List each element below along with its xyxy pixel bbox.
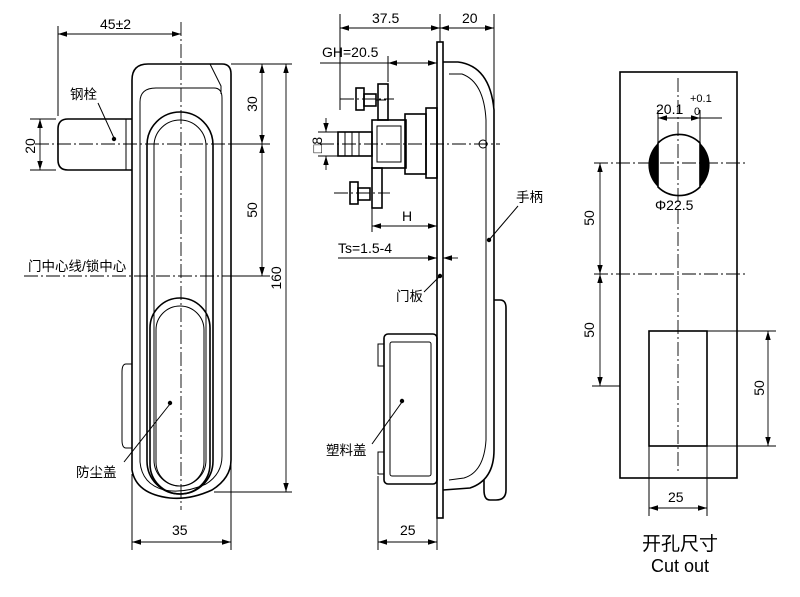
leader-dust-cover (123, 403, 171, 463)
label-plastic-cover: 塑料盖 (326, 443, 367, 458)
dim-25-side: 25 (400, 522, 416, 538)
front-view: 45±2 20 30 50 160 35 钢栓 门中心线/锁中心 防尘盖 (22, 16, 292, 550)
dim-slot-height: 50 (751, 380, 767, 396)
front-body-outline (131, 63, 232, 500)
dim-50: 50 (244, 202, 260, 218)
plastic-cover-lip-top (377, 343, 385, 367)
leader-plastic-cover (371, 401, 403, 445)
door-panel (436, 41, 444, 519)
hole-flat-right (700, 143, 710, 187)
plastic-cover-inner (389, 341, 432, 477)
dust-cover (149, 297, 211, 495)
hole-flat-left (648, 143, 658, 187)
leader-handle (488, 205, 519, 241)
dim-ts: Ts=1.5-4 (338, 240, 392, 256)
dim-slot-width: 25 (668, 489, 684, 505)
caption-cutout-cn: 开孔尺寸 (642, 533, 718, 555)
side-view: 37.5 20 GH=20.5 □8 H Ts=1.5-4 25 手柄 (309, 10, 543, 550)
handle-inner (448, 73, 487, 481)
handle-lower-bump (483, 299, 507, 501)
leader-steel-bolt (97, 102, 115, 139)
plastic-cover-lip-bottom (377, 451, 385, 475)
dim-h: H (402, 208, 412, 224)
dim-gh: GH=20.5 (322, 44, 379, 60)
dim-hole-diameter: Φ22.5 (655, 197, 694, 213)
dim-20-bolt: 20 (22, 138, 38, 154)
label-steel-bolt: 钢栓 (70, 87, 97, 102)
front-top-slot-inner (153, 119, 207, 487)
label-door-panel: 门板 (396, 289, 423, 304)
dim-30: 30 (244, 96, 260, 112)
leader-dot-bolt (111, 136, 117, 142)
lock-flange (425, 107, 438, 179)
tol-lower: 0 (694, 106, 700, 118)
dim-45: 45±2 (100, 16, 131, 32)
dim-37-5: 37.5 (372, 10, 399, 26)
cutout-round-hole (657, 133, 701, 197)
tol-upper: +0.1 (690, 93, 712, 105)
cam-upper-arm (363, 93, 377, 107)
leader-dot-plastic (399, 398, 405, 404)
label-dust-cover: 防尘盖 (76, 465, 117, 480)
cam-lower-arm (357, 187, 371, 201)
cam-lower-block (371, 167, 383, 209)
steel-bolt (57, 118, 132, 171)
plastic-cover (383, 333, 438, 485)
dim-pitch-1: 50 (581, 210, 597, 226)
leader-dot-panel (437, 273, 443, 279)
label-handle: 手柄 (516, 190, 543, 205)
dim-160: 160 (268, 266, 284, 290)
caption-cutout-en: Cut out (651, 556, 709, 576)
dim-20-top-right: 20 (462, 10, 478, 26)
dust-cover-inner (155, 305, 205, 487)
dim-hole-width: 20.1 (656, 101, 683, 117)
dim-pitch-2: 50 (581, 322, 597, 338)
front-top-slot (146, 111, 214, 495)
cam-upper-block (377, 83, 389, 121)
leader-dot-handle (486, 237, 492, 243)
label-centerline: 门中心线/锁中心 (28, 259, 127, 274)
front-inner-outline (139, 87, 223, 492)
leader-door-panel (423, 275, 441, 293)
cutout-plate (619, 71, 738, 479)
side-hinge (121, 363, 132, 449)
handle-body (442, 61, 495, 491)
cutout-view: 20.1 +0.1 0 Φ22.5 50 50 50 25 开孔尺寸 Cut o… (581, 71, 776, 576)
dim-square-8: □8 (309, 137, 325, 153)
dim-35: 35 (172, 522, 188, 538)
leader-dot-dust (167, 400, 173, 406)
